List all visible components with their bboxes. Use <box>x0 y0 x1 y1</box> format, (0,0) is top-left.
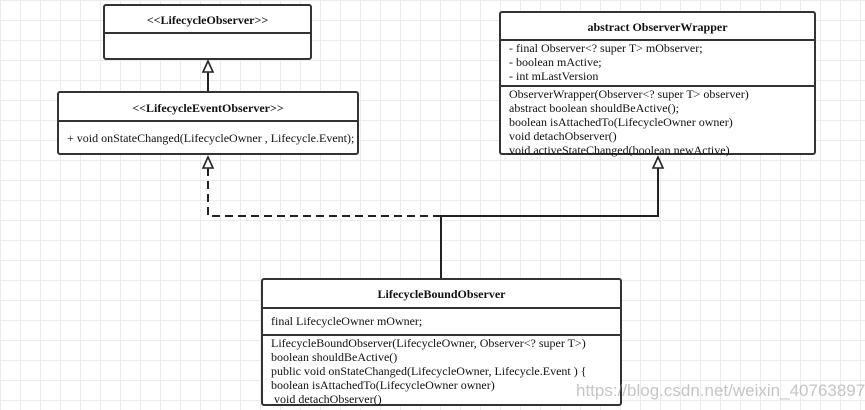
class-title: abstract ObserverWrapper <box>501 13 814 41</box>
method-line: void detachObserver() <box>271 392 382 406</box>
class-title: <<LifecycleEventObserver>> <box>59 93 357 122</box>
class-box-observer-wrapper[interactable]: abstract ObserverWrapper - final Observe… <box>499 11 816 157</box>
hollow-triangle-arrowhead <box>201 59 215 73</box>
method-line: void detachObserver() <box>509 129 617 143</box>
class-methods: ObserverWrapper(Observer<? super T> obse… <box>501 85 814 157</box>
method-line: void activeStateChanged(boolean newActiv… <box>509 143 730 157</box>
field-line: - boolean mActive; <box>509 55 602 69</box>
method-line: boolean shouldBeActive() <box>271 350 398 364</box>
class-box-lifecycle-observer[interactable]: <<LifecycleObserver>> <box>103 4 312 60</box>
field-line: - int mLastVersion <box>509 69 599 83</box>
class-fields: - final Observer<? super T> mObserver; -… <box>501 41 814 85</box>
class-box-lifecycle-event-observer[interactable]: <<LifecycleEventObserver>> + void onStat… <box>57 91 359 155</box>
field-line: - final Observer<? super T> mObserver; <box>509 41 703 55</box>
inheritance-connector-bound-to-wrapper <box>440 155 665 278</box>
method-line: LifecycleBoundObserver(LifecycleOwner, O… <box>271 336 586 350</box>
class-title: <<LifecycleObserver>> <box>105 6 310 34</box>
class-fields: final LifecycleOwner mOwner; <box>263 309 620 334</box>
method-line: + void onStateChanged(LifecycleOwner , L… <box>67 131 355 145</box>
method-line: boolean isAttachedTo(LifecycleOwner owne… <box>271 378 495 392</box>
method-line: public void onStateChanged(LifecycleOwne… <box>271 364 587 378</box>
hollow-triangle-arrowhead <box>201 155 215 169</box>
class-box-lifecycle-bound-observer[interactable]: LifecycleBoundObserver final LifecycleOw… <box>261 278 622 406</box>
method-line: abstract boolean shouldBeActive(); <box>509 101 679 115</box>
class-methods: + void onStateChanged(LifecycleOwner , L… <box>59 122 357 145</box>
class-title: LifecycleBoundObserver <box>263 280 620 309</box>
realization-connector-bound-to-event-observer <box>201 155 441 217</box>
method-line: ObserverWrapper(Observer<? super T> obse… <box>509 87 749 101</box>
method-line: boolean isAttachedTo(LifecycleOwner owne… <box>509 115 733 129</box>
watermark-text: https://blog.csdn.net/weixin_40763897 <box>576 381 865 400</box>
hollow-triangle-arrowhead <box>651 155 665 169</box>
inheritance-connector-event-to-observer <box>201 59 215 91</box>
class-methods: LifecycleBoundObserver(LifecycleOwner, O… <box>263 334 620 406</box>
field-line: final LifecycleOwner mOwner; <box>271 314 423 328</box>
